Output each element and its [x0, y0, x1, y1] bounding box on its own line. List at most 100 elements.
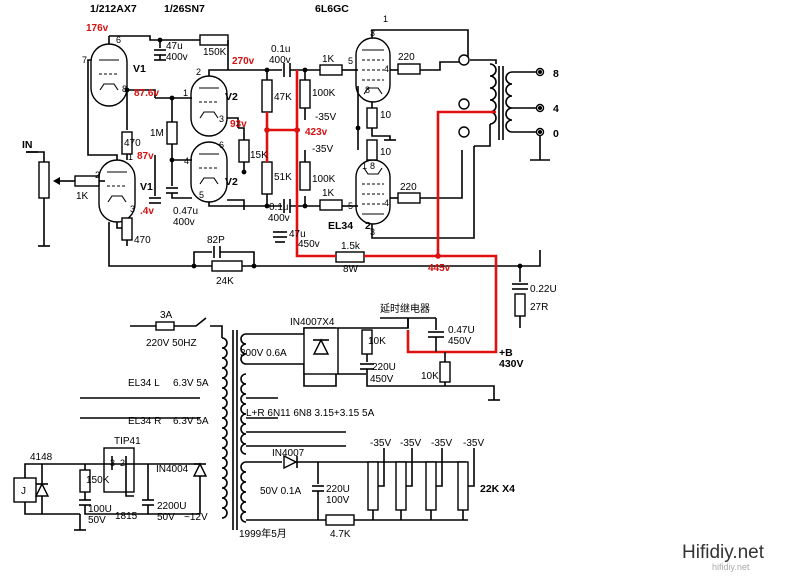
pin-1: 1 [128, 152, 133, 162]
amp-wiring [26, 29, 550, 328]
pin-6l6-8: 8 [365, 85, 370, 95]
label-v1b: V1 [140, 181, 153, 193]
watermark-small: hifidiy.net [712, 562, 750, 572]
label-v2b: V2 [225, 176, 238, 188]
labels: 1/212AX7 1/26SN7 6L6GC V1 V1 V2 V2 EL34 … [21, 3, 765, 572]
label-r220-top: 220 [398, 52, 415, 63]
label-c100u: 100U [88, 504, 112, 515]
label-out4: 4 [553, 103, 559, 115]
label-c2200u-v: 50V [157, 512, 175, 523]
label-neg35-top: -35V [315, 112, 336, 123]
label-d-in4004: IN4004 [156, 464, 189, 475]
label-v2a: V2 [225, 91, 238, 103]
label-b-plus: +B [499, 347, 513, 359]
junction-dots [124, 37, 542, 269]
label-c82p: 82P [207, 235, 225, 246]
label-r470-bot: 470 [134, 235, 151, 246]
label-sec-hv: 300V 0.6A [240, 348, 287, 359]
label-v1a: V1 [133, 63, 146, 75]
pin-6: 6 [116, 35, 121, 45]
pin-7: 7 [82, 55, 87, 65]
pin-v2-2: 2 [196, 67, 201, 77]
voltage-87-6: 87.6v [134, 88, 159, 99]
voltage-93: 93v [230, 119, 247, 130]
label-bridge: IN4007X4 [290, 317, 335, 328]
pin-el34-1: 1 [362, 161, 367, 171]
label-out8: 8 [553, 68, 559, 80]
ot-terminals [458, 54, 545, 138]
voltage-423: 423v [305, 127, 328, 138]
pin-6l6-4: 4 [384, 64, 389, 74]
pin-3: 3 [130, 204, 135, 214]
label-r24k: 24K [216, 276, 234, 287]
label-r10-a: 10 [380, 110, 392, 121]
label-c100u-v: 50V [88, 515, 106, 526]
label-r51k: 51K [274, 172, 292, 183]
label-mains: 220V 50HZ [146, 338, 197, 349]
label-fuse: 3A [160, 310, 173, 321]
label-c220u: 220U [372, 362, 396, 373]
label-el34-r-v: 6.3V 5A [173, 416, 209, 427]
label-neg35-mid: -35V [312, 144, 333, 155]
pin-v2-4: 4 [184, 156, 189, 166]
label-d-in4007: IN4007 [272, 448, 305, 459]
label-b-plus-v: 430V [499, 358, 524, 370]
label-pin2: 2 [120, 458, 125, 468]
label-r4-7k: 4.7K [330, 529, 351, 540]
label-c047u-v: 400v [173, 217, 195, 228]
label-el34-l-v: 6.3V 5A [173, 378, 209, 389]
label-sec-bias: 50V 0.1A [260, 486, 301, 497]
label-c220u-v: 450V [370, 374, 394, 385]
label-pin3: 3 [110, 458, 115, 468]
label-r10k-a: 10K [368, 336, 386, 347]
pin-2: 2 [95, 170, 100, 180]
power-wiring [13, 317, 500, 531]
label-c47u-b: 47u [289, 229, 306, 240]
label-r10-b: 10 [380, 147, 392, 158]
label-r100k-bot: 100K [312, 174, 336, 185]
label-c047u-b-v: 450V [448, 336, 472, 347]
tube-v1a [90, 43, 128, 107]
label-c47u-b-v: 450v [298, 239, 320, 250]
label-tube-6sn7: 1/26SN7 [164, 3, 205, 15]
label-r22k: 22K X4 [480, 483, 515, 495]
label-in: IN [22, 139, 33, 151]
label-heater-lr: L+R 6N11 6N8 3.15+3.15 5A [246, 408, 375, 419]
label-bias2: -35V [400, 438, 421, 449]
label-c01u-bot: 0.1u [269, 202, 288, 213]
label-c220u-b: 220U [326, 484, 350, 495]
label-bias4: -35V [463, 438, 484, 449]
pin-v2-1: 1 [183, 88, 188, 98]
label-r150k-p: 150K [86, 475, 110, 486]
voltage-270: 270v [232, 56, 255, 67]
label-r150k: 150K [203, 47, 227, 58]
label-c2200u: 2200U [157, 501, 186, 512]
pin-6l6-1: 1 [383, 14, 388, 24]
label-c47u: 47u [166, 41, 183, 52]
label-el34-num: 2 [365, 220, 371, 232]
label-c047u: 0.47u [173, 206, 198, 217]
label-r100k-top: 100K [312, 88, 336, 99]
label-q1815: 1815 [115, 511, 138, 522]
pin-6l6-5: 5 [348, 56, 353, 66]
tube-v2a [190, 75, 228, 137]
label-c220u-b-v: 100V [326, 495, 350, 506]
label-relay-j: J [21, 486, 26, 497]
label-r1k-bot: 1K [322, 188, 335, 199]
ht-red-wiring [264, 70, 498, 354]
voltage-445: 445v [428, 263, 451, 274]
label-el34-l: EL34 L [128, 378, 160, 389]
label-tube-6l6gc: 6L6GC [315, 3, 349, 15]
label-relay: 延时继电器 [380, 302, 430, 315]
label-c022u: 0.22U [530, 284, 557, 295]
label-r15k: 15K [250, 150, 268, 161]
label-r1k-top: 1K [322, 54, 335, 65]
watermark-main: Hifidiy.net [682, 542, 765, 563]
label-r220-bot: 220 [400, 182, 417, 193]
pin-8: 8 [122, 84, 127, 94]
pin-el34-4: 4 [384, 198, 389, 208]
pin-v2-3: 3 [219, 114, 224, 124]
label-c047u-b: 0.47U [448, 325, 475, 336]
label-r1m: 1M [150, 128, 164, 139]
pin-6l6-3: 3 [370, 28, 375, 38]
